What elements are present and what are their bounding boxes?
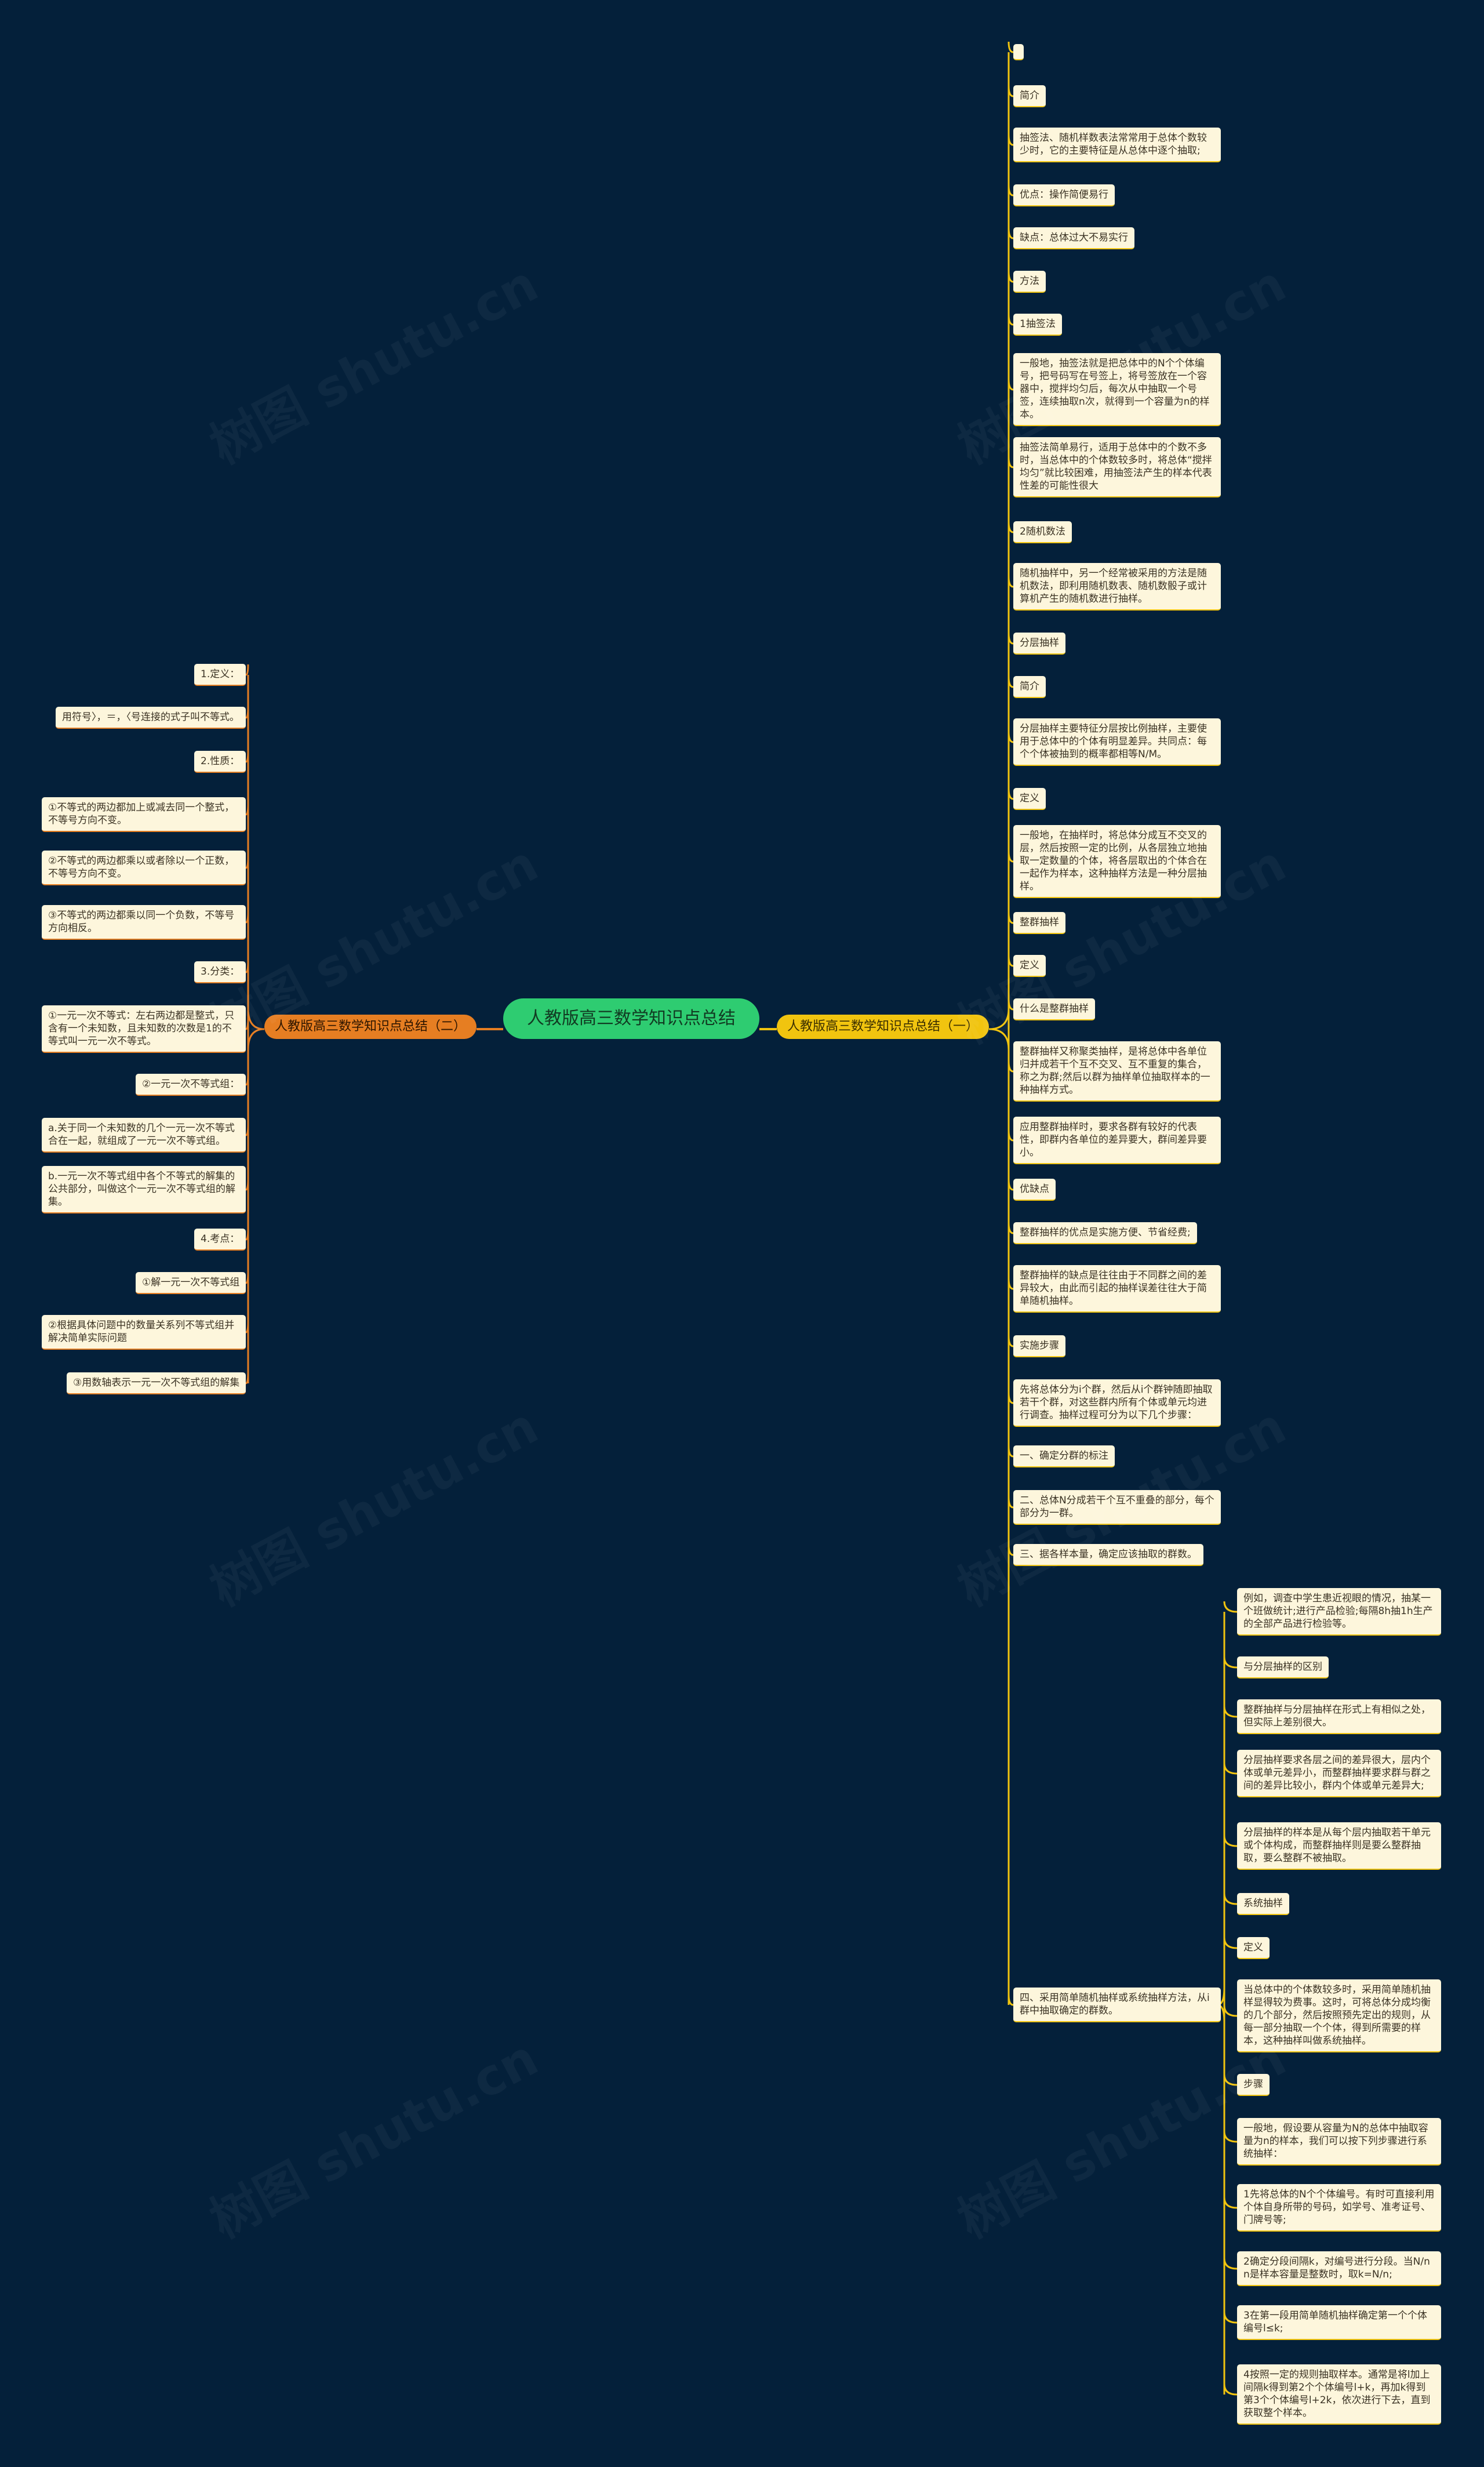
connector-line — [245, 664, 249, 676]
connector-line — [1223, 1893, 1238, 1905]
branch-right-topic[interactable]: 人教版高三数学知识点总结（一） — [777, 1015, 990, 1039]
right-item-22[interactable]: 优缺点 — [1013, 1179, 1056, 1201]
left-item-12[interactable]: 4.考点： — [194, 1229, 246, 1251]
connector-line — [1223, 1763, 1238, 1775]
connector-line — [1223, 1706, 1238, 1718]
right-item-30[interactable]: 四、采用简单随机抽样或系统抽样方法，从i群中抽取确定的群数。 — [1013, 1988, 1221, 2022]
right-item-7[interactable]: 1抽签法 — [1013, 314, 1062, 336]
right-item-29[interactable]: 三、据各样本量，确定应该抽取的群数。 — [1013, 1544, 1203, 1566]
connector-line — [1223, 2258, 1238, 2270]
sub-item-12[interactable]: 2确定分段间隔k，对编号进行分段。当N/nn是样本容量是整数时，取k=N/n; — [1237, 2251, 1441, 2286]
sub-item-8[interactable]: 当总体中的个体数较多时，采用简单随机抽样显得较为费事。这时，可将总体分成均衡的几… — [1237, 1979, 1441, 2052]
right-item-4[interactable]: 优点：操作简便易行 — [1013, 184, 1115, 206]
right-item-28[interactable]: 二、总体N分成若干个互不重叠的部分，每个部分为一群。 — [1013, 1490, 1221, 1525]
left-item-6[interactable]: ③不等式的两边都乘以同一个负数，不等号方向相反。 — [42, 905, 246, 940]
right-item-19[interactable]: 什么是整群抽样 — [1013, 998, 1095, 1020]
right-item-14[interactable]: 分层抽样主要特征分层按比例抽样，主要使用于总体中的个体有明显差异。共同点：每个个… — [1013, 718, 1221, 766]
sub-item-2[interactable]: 与分层抽样的区别 — [1237, 1656, 1329, 1678]
connector-line — [1223, 1937, 1238, 1949]
connector-line — [1223, 2197, 1238, 2209]
sub-item-11[interactable]: 1先将总体的N个个体编号。有时可直接利用个体自身所带的号码，如学号、准考证号、门… — [1237, 2184, 1441, 2232]
left-item-9[interactable]: ②一元一次不等式组： — [136, 1074, 246, 1096]
right-item-21[interactable]: 应用整群抽样时，要求各群有较好的代表性，即群内各单位的差异要大，群间差异要小。 — [1013, 1117, 1221, 1164]
connector-line — [988, 1028, 1010, 1050]
left-item-1[interactable]: 1.定义： — [194, 664, 246, 686]
right-item-13[interactable]: 简介 — [1013, 676, 1046, 698]
right-item-1[interactable] — [1013, 44, 1024, 60]
right-item-15[interactable]: 定义 — [1013, 788, 1046, 810]
left-item-8[interactable]: ①一元一次不等式：左右两边都是整式，只含有一个未知数，且未知数的次数是1的不等式… — [42, 1005, 246, 1053]
right-item-6[interactable]: 方法 — [1013, 271, 1046, 293]
right-item-16[interactable]: 一般地，在抽样时，将总体分成互不交叉的层，然后按照一定的比例，从各层独立地抽取一… — [1013, 825, 1221, 898]
sub-item-9[interactable]: 步骤 — [1237, 2074, 1270, 2096]
connector-line — [1223, 1835, 1238, 1847]
right-item-24[interactable]: 整群抽样的缺点是往往由于不同群之间的差异较大，由此而引起的抽样误差往往大于简单随… — [1013, 1265, 1221, 1313]
right-item-11[interactable]: 随机抽样中，另一个经常被采用的方法是随机数法，即利用随机数表、随机数骰子或计算机… — [1013, 563, 1221, 611]
sub-item-7[interactable]: 定义 — [1237, 1937, 1270, 1959]
right-item-9[interactable]: 抽签法简单易行，适用于总体中的个数不多时，当总体中的个体数较多时，将总体“搅拌均… — [1013, 437, 1221, 497]
connector-line — [1007, 41, 1014, 53]
connector-line — [1223, 1601, 1238, 1613]
left-item-4[interactable]: ①不等式的两边都加上或减去同一个整式，不等号方向不变。 — [42, 797, 246, 832]
right-item-20[interactable]: 整群抽样又称聚类抽样，是将总体中各单位归并成若干个互不交叉、互不重复的集合，称之… — [1013, 1041, 1221, 1102]
sub-item-3[interactable]: 整群抽样与分层抽样在形式上有相似之处，但实际上差别很大。 — [1237, 1699, 1441, 1734]
right-item-12[interactable]: 分层抽样 — [1013, 633, 1065, 655]
sub-item-13[interactable]: 3在第一段用简单随机抽样确定第一个个体编号l≤k; — [1237, 2305, 1441, 2340]
right-item-3[interactable]: 抽签法、随机样数表法常常用于总体个数较少时，它的主要特征是从总体中逐个抽取; — [1013, 128, 1221, 162]
sub-item-10[interactable]: 一般地，假设要从容量为N的总体中抽取容量为n的样本，我们可以按下列步骤进行系统抽… — [1237, 2118, 1441, 2166]
left-item-11[interactable]: b.一元一次不等式组中各个不等式的解集的公共部分，叫做这个一元一次不等式组的解集… — [42, 1166, 246, 1213]
right-item-18[interactable]: 定义 — [1013, 955, 1046, 977]
left-item-14[interactable]: ②根据具体问题中的数量关系列不等式组并解决简单实际问题 — [42, 1315, 246, 1350]
sub-item-4[interactable]: 分层抽样要求各层之间的差异很大，层内个体或单元差异小，而整群抽样要求群与群之间的… — [1237, 1750, 1441, 1797]
right-item-5[interactable]: 缺点：总体过大不易实行 — [1013, 227, 1134, 249]
right-item-10[interactable]: 2随机数法 — [1013, 521, 1072, 543]
root-topic[interactable]: 人教版高三数学知识点总结 — [503, 998, 759, 1039]
right-item-27[interactable]: 一、确定分群的标注 — [1013, 1445, 1115, 1467]
left-item-7[interactable]: 3.分类： — [194, 961, 246, 983]
connector-line — [1223, 2005, 1238, 2017]
right-item-26[interactable]: 先将总体分为i个群，然后从i个群钟随即抽取若干个群，对这些群内所有个体或单元均进… — [1013, 1379, 1221, 1427]
right-item-23[interactable]: 整群抽样的优点是实施方便、节省经费; — [1013, 1222, 1197, 1244]
left-item-13[interactable]: ①解一元一次不等式组 — [136, 1272, 246, 1294]
right-item-25[interactable]: 实施步骤 — [1013, 1335, 1065, 1357]
connector-line — [1223, 1656, 1238, 1669]
sub-item-14[interactable]: 4按照一定的规则抽取样本。通常是将l加上间隔k得到第2个个体编号l+k，再加k得… — [1237, 2364, 1441, 2425]
connector-line — [1223, 2384, 1238, 2396]
left-item-10[interactable]: a.关于同一个未知数的几个一元一次不等式合在一起，就组成了一元一次不等式组。 — [42, 1118, 246, 1153]
sub-item-5[interactable]: 分层抽样的样本是从每个层内抽取若干单元或个体构成，而整群抽样则是要么整群抽取，要… — [1237, 1822, 1441, 1870]
connector-line — [247, 1028, 265, 1050]
left-item-2[interactable]: 用符号〉，＝，〈号连接的式子叫不等式。 — [56, 707, 246, 729]
branch-left-topic[interactable]: 人教版高三数学知识点总结（二） — [264, 1015, 477, 1039]
left-item-3[interactable]: 2.性质： — [194, 751, 246, 773]
left-item-15[interactable]: ③用数轴表示一元一次不等式组的解集 — [67, 1372, 246, 1394]
right-item-8[interactable]: 一般地，抽签法就是把总体中的N个个体编号，把号码写在号签上，将号签放在一个容器中… — [1013, 353, 1221, 426]
connector-line — [1223, 2131, 1238, 2143]
left-item-5[interactable]: ②不等式的两边都乘以或者除以一个正数，不等号方向不变。 — [42, 851, 246, 885]
right-item-17[interactable]: 整群抽样 — [1013, 912, 1065, 934]
sub-item-6[interactable]: 系统抽样 — [1237, 1893, 1289, 1915]
right-item-2[interactable]: 简介 — [1013, 85, 1046, 107]
sub-item-1[interactable]: 例如，调查中学生患近视眼的情况，抽某一个班做统计;进行产品检验;每隔8h抽1h生… — [1237, 1588, 1441, 1636]
connector-line — [1223, 2312, 1238, 2324]
